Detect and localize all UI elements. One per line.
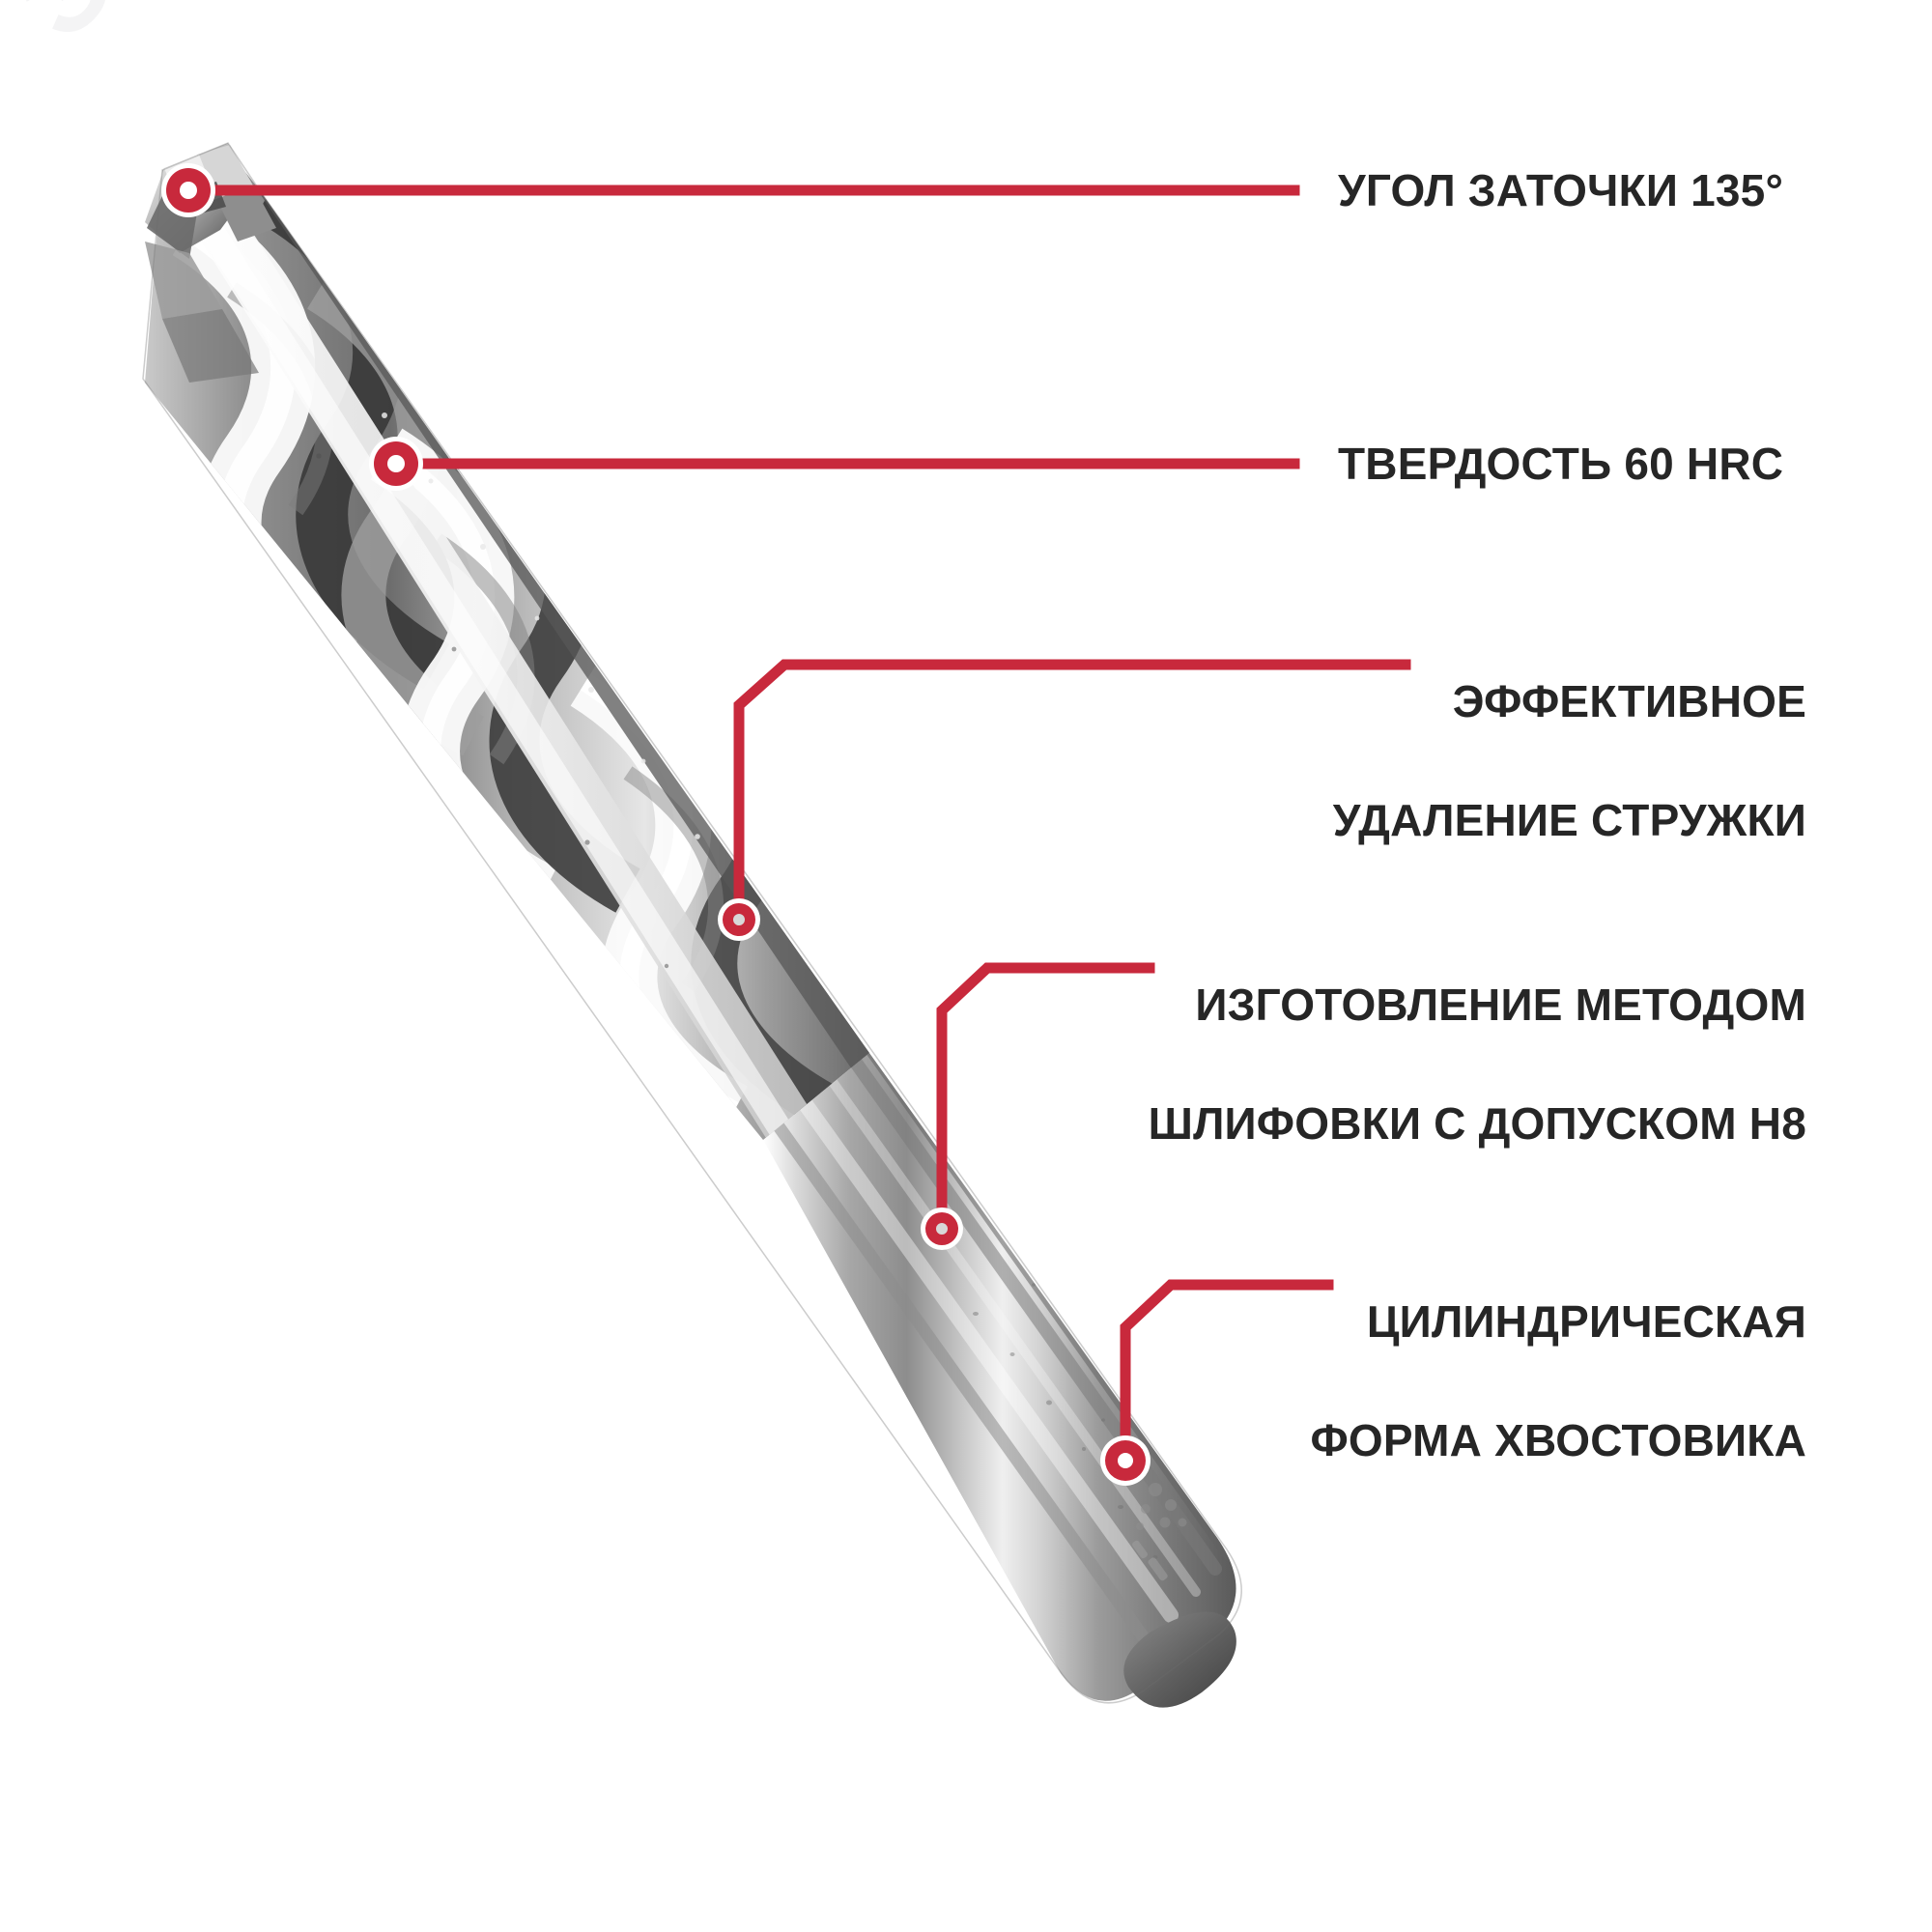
callout-line: ИЗГОТОВЛЕНИЕ МЕТОДОМ [1195, 979, 1806, 1030]
callout-line: ЦИЛИНДРИЧЕСКАЯ [1366, 1295, 1806, 1347]
callout-dot-chip-removal[interactable] [718, 898, 760, 941]
drill-bit-geometry [142, 142, 1242, 1708]
callout-line: ШЛИФОВКИ С ДОПУСКОМ H8 [1148, 1097, 1806, 1149]
callout-leaders [193, 185, 1411, 1455]
shank-end-face [1123, 1611, 1236, 1708]
callout-label-grinding-tolerance: ИЗГОТОВЛЕНИЕ МЕТОДОМ ШЛИФОВКИ С ДОПУСКОМ… [985, 916, 1806, 1213]
callout-label-cylindrical-shank: ЦИЛИНДРИЧЕСКАЯ ФОРМА ХВОСТОВИКА [1024, 1233, 1806, 1530]
callout-label-chip-removal: ЭФФЕКТИВНОЕ УДАЛЕНИЕ СТРУЖКИ [1043, 612, 1806, 910]
callout-line: УДАЛЕНИЕ СТРУЖКИ [1332, 794, 1806, 845]
callout-dot-cylindrical-shank[interactable] [1100, 1435, 1151, 1486]
callout-dot-point-angle[interactable] [161, 163, 215, 217]
callout-dot-hardness[interactable] [369, 437, 423, 491]
leader-cylindrical-shank [1120, 1279, 1334, 1455]
callout-label-hardness: ТВЕРДОСТЬ 60 HRC [1338, 439, 1784, 489]
callout-line: ФОРМА ХВОСТОВИКА [1310, 1414, 1806, 1465]
callout-label-point-angle: УГОЛ ЗАТОЧКИ 135° [1338, 165, 1784, 215]
callout-dots [161, 163, 1151, 1486]
callout-line: ЭФФЕКТИВНОЕ [1452, 675, 1806, 726]
leader-grinding-tolerance [936, 962, 1155, 1225]
callout-dot-grinding-tolerance[interactable] [921, 1208, 963, 1250]
leader-chip-removal [733, 659, 1411, 914]
